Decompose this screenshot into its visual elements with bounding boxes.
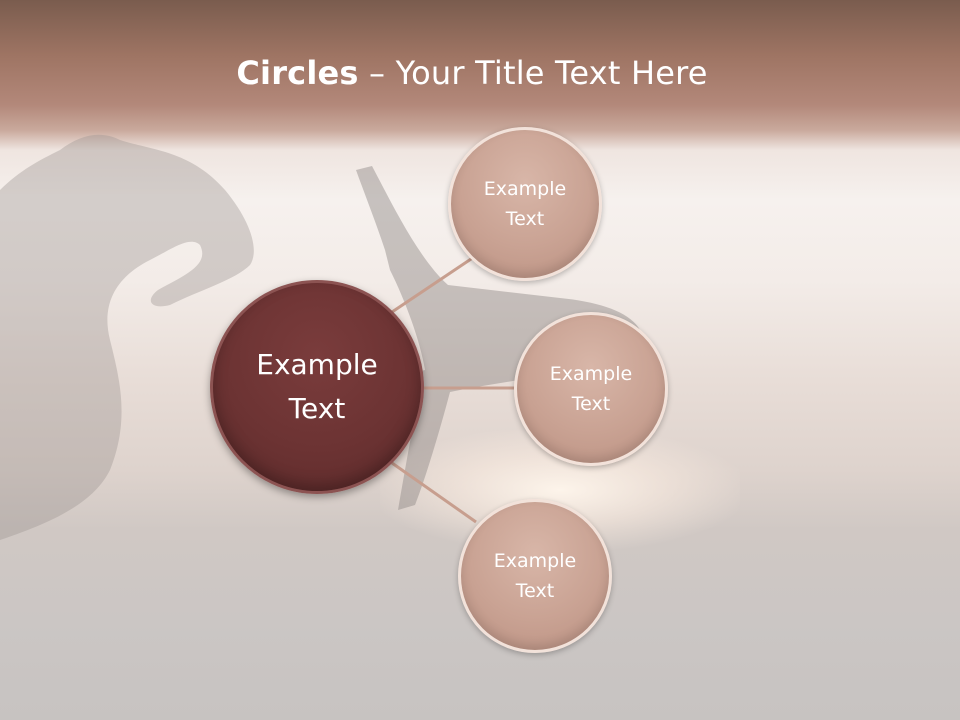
satellite-circle-1[interactable]: Example Text bbox=[448, 127, 602, 281]
center-circle-text: Example Text bbox=[256, 348, 378, 425]
airplane-silhouette bbox=[332, 166, 642, 510]
satellite-circle-2[interactable]: Example Text bbox=[514, 312, 668, 466]
connector-3 bbox=[391, 461, 477, 524]
hand-silhouette bbox=[0, 134, 254, 540]
satellite-circle-1-text: Example Text bbox=[483, 178, 567, 230]
satellite-circle-3[interactable]: Example Text bbox=[458, 499, 612, 653]
slide-title: Circles – Your Title Text Here bbox=[0, 54, 944, 92]
title-strong: Circles bbox=[236, 54, 359, 92]
satellite-circle-3-text: Example Text bbox=[493, 550, 577, 602]
satellite-circle-2-text: Example Text bbox=[549, 363, 633, 415]
title-rest: – Your Title Text Here bbox=[358, 54, 708, 92]
center-circle[interactable]: Example Text bbox=[210, 280, 424, 494]
connector-1 bbox=[391, 255, 475, 314]
